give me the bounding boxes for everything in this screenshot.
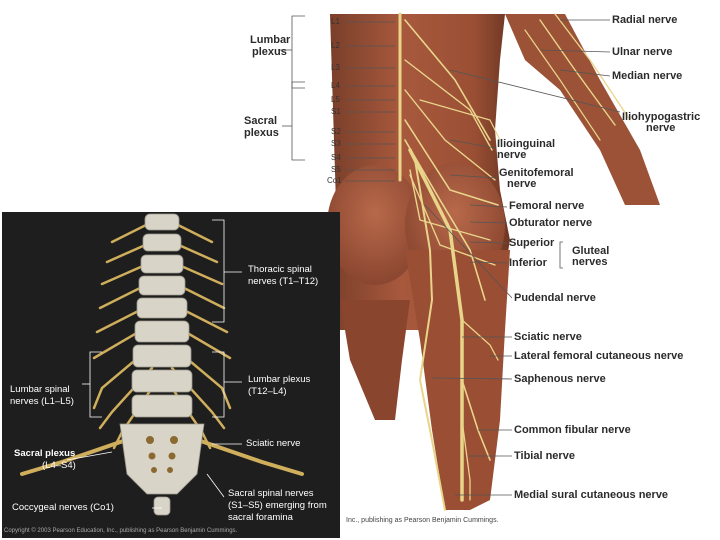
thoracic-spinal-label-2: nerves (T1–T12) [248, 276, 318, 287]
saphenous-nerve-label: Saphenous nerve [514, 373, 606, 385]
common-fibular-label: Common fibular nerve [514, 424, 631, 436]
median-nerve-label: Median nerve [612, 70, 682, 82]
lumbar-spinal-label-2: nerves (L1–L5) [10, 396, 74, 407]
copyright-text: Copyright © 2003 Pearson Education, Inc.… [4, 528, 237, 534]
sacral-plexus-label-1: Sacral [244, 115, 277, 127]
segment-label: L1 [331, 17, 340, 27]
sacral-spinal-label-2: (S1–S5) emerging from [228, 500, 327, 511]
lumbar-plexus-inset-label-2: (T12–L4) [248, 386, 287, 397]
coccygeal-label: Coccygeal nerves (Co1) [12, 502, 114, 513]
lateral-femoral-label: Lateral femoral cutaneous nerve [514, 350, 683, 362]
segment-label: S2 [331, 127, 341, 137]
femoral-nerve-label: Femoral nerve [509, 200, 584, 212]
lumbar-spinal-label: Lumbar spinal [10, 384, 70, 395]
tibial-nerve-label: Tibial nerve [514, 450, 575, 462]
thoracic-spinal-label: Thoracic spinal [248, 264, 312, 275]
segment-label: L5 [331, 95, 340, 105]
segment-label: L3 [331, 63, 340, 73]
segment-label: S3 [331, 139, 341, 149]
sacral-spinal-label-3: sacral foramina [228, 512, 293, 523]
sacral-plexus-inset-label: Sacral plexus [14, 448, 75, 459]
publisher-credit: Inc., publishing as Pearson Benjamin Cum… [346, 517, 499, 524]
sciatic-inset-label: Sciatic nerve [246, 438, 300, 449]
sacral-plexus-label-2: plexus [244, 127, 279, 139]
ulnar-nerve-label: Ulnar nerve [612, 46, 673, 58]
gluteal-label-2: nerves [572, 256, 607, 268]
lumbar-plexus-inset-label: Lumbar plexus [248, 374, 310, 385]
spinal-cord-photo-inset: Thoracic spinal nerves (T1–T12) Lumbar p… [2, 212, 340, 538]
sacral-plexus-inset-label-2: (L4–S4) [42, 460, 76, 471]
iliohypogastric-label-2: nerve [646, 122, 675, 134]
radial-nerve-label: Radial nerve [612, 14, 677, 26]
segment-label: L2 [331, 41, 340, 51]
obturator-nerve-label: Obturator nerve [509, 217, 592, 229]
gluteal-superior-label: Superior [509, 237, 554, 249]
medial-sural-label: Medial sural cutaneous nerve [514, 489, 668, 501]
segment-label: S5 [331, 165, 341, 175]
sacral-spinal-label: Sacral spinal nerves [228, 488, 314, 499]
segment-label: Co1 [327, 176, 342, 186]
lumbar-plexus-label-2: plexus [252, 46, 287, 58]
pudendal-nerve-label: Pudendal nerve [514, 292, 596, 304]
lumbar-plexus-label-1: Lumbar [250, 34, 290, 46]
genitofemoral-label-2: nerve [507, 178, 536, 190]
segment-label: L4 [331, 81, 340, 91]
segment-label: S4 [331, 153, 341, 163]
ilioinguinal-label-2: nerve [497, 149, 526, 161]
gluteal-inferior-label: Inferior [509, 257, 547, 269]
segment-label: S1 [331, 107, 341, 117]
sciatic-nerve-label: Sciatic nerve [514, 331, 582, 343]
